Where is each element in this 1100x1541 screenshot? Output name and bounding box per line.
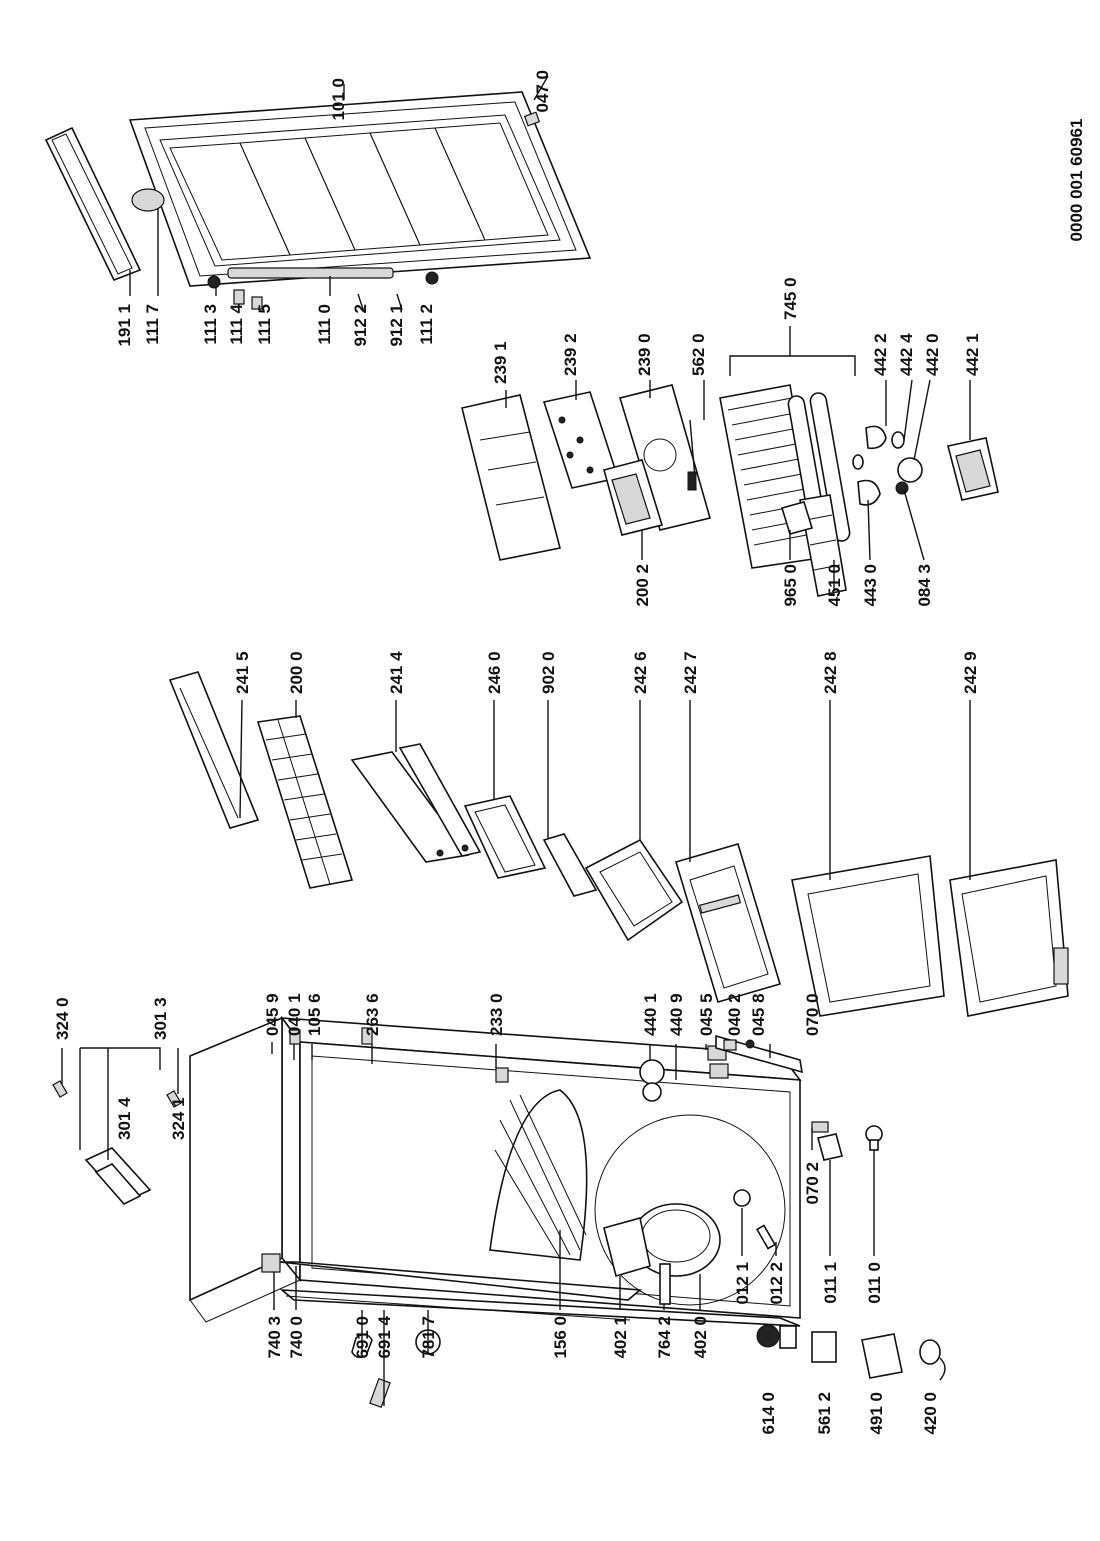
label-1115: 111 5 [255,304,274,345]
label-9020: 902 0 [539,651,558,694]
label-0843: 084 3 [915,564,934,607]
label-6140: 614 0 [759,1392,778,1435]
label-6910: 691 0 [353,1316,372,1359]
document-number: 0000 001 60961 [1067,119,1086,242]
door-assembly [44,91,592,313]
label-2636: 263 6 [363,993,382,1036]
label-7450: 745 0 [781,277,800,320]
label-1112: 111 2 [417,304,436,345]
label-2392: 239 2 [561,333,580,376]
label-4421: 442 1 [963,333,982,376]
label-4020: 402 0 [691,1316,710,1359]
label-4409: 440 9 [667,993,686,1036]
label-1114: 111 4 [227,303,246,344]
label-2330: 233 0 [487,993,506,1036]
label-2414: 241 4 [387,651,406,694]
label-5620: 562 0 [689,333,708,376]
label-4422: 442 2 [871,333,890,376]
label-1056: 105 6 [305,993,324,1036]
label-2426: 242 6 [631,651,650,694]
label-2390: 239 0 [635,333,654,376]
label-2000: 200 0 [287,651,306,694]
wire-shelf-grid [265,719,343,885]
label-2391: 239 1 [491,341,510,384]
label-0700: 070 0 [803,993,822,1036]
label-4420: 442 0 [923,333,942,376]
label-7817: 781 7 [419,1316,438,1359]
label-3240: 324 0 [53,997,72,1040]
label-3241: 324 1 [169,1097,188,1140]
label-1117: 111 7 [143,304,162,345]
label-9650: 965 0 [781,564,800,607]
drawers-shelves-assembly [168,671,1069,1017]
label-1110: 111 0 [315,304,334,345]
label-1560: 156 0 [551,1316,570,1359]
label-0455: 045 5 [697,993,716,1036]
label-9122: 912 2 [351,304,370,347]
label-0401: 040 1 [285,993,304,1036]
label-9121: 912 1 [387,304,406,347]
label-5612: 561 2 [815,1392,834,1435]
label-0110: 011 0 [865,1262,884,1304]
leader-lines [61,75,971,1406]
condenser-grille-pattern [494,1094,587,1259]
label-1911: 191 1 [115,304,134,347]
label-3014: 301 4 [115,1097,134,1140]
label-0111: 011 1 [821,1262,840,1304]
label-2002: 200 2 [633,564,652,607]
label-4401: 440 1 [641,993,660,1036]
label-4430: 443 0 [861,564,880,607]
part-labels: 101 0 047 0 191 1 111 7 111 3 111 4 111 … [53,70,982,1435]
label-0459: 045 9 [263,993,282,1036]
evaporator-control-assembly [461,326,999,597]
label-4510: 451 0 [825,564,844,607]
label-2427: 242 7 [681,651,700,694]
label-4424: 442 4 [897,333,916,376]
label-7400: 740 0 [287,1316,306,1359]
label-0402: 040 2 [725,993,744,1036]
label-2460: 246 0 [485,651,504,694]
label-0121: 012 1 [733,1262,752,1305]
label-0122: 012 2 [767,1262,786,1305]
label-7642: 764 2 [655,1316,674,1359]
label-0702: 070 2 [803,1162,822,1205]
label-4200: 420 0 [921,1392,940,1435]
label-1010: 101 0 [329,78,348,121]
label-2428: 242 8 [821,651,840,694]
label-2415: 241 5 [233,651,252,694]
label-0470: 047 0 [533,70,552,113]
label-6914: 691 4 [375,1315,394,1358]
label-4910: 491 0 [867,1392,886,1435]
label-7403: 740 3 [265,1316,284,1359]
label-4021: 402 1 [611,1316,630,1359]
control-panel-assembly [52,1047,182,1205]
label-2429: 242 9 [961,651,980,694]
label-1113: 111 3 [201,304,220,345]
cabinet-assembly [189,1015,946,1409]
label-0458: 045 8 [749,993,768,1036]
label-3013: 301 3 [151,997,170,1040]
